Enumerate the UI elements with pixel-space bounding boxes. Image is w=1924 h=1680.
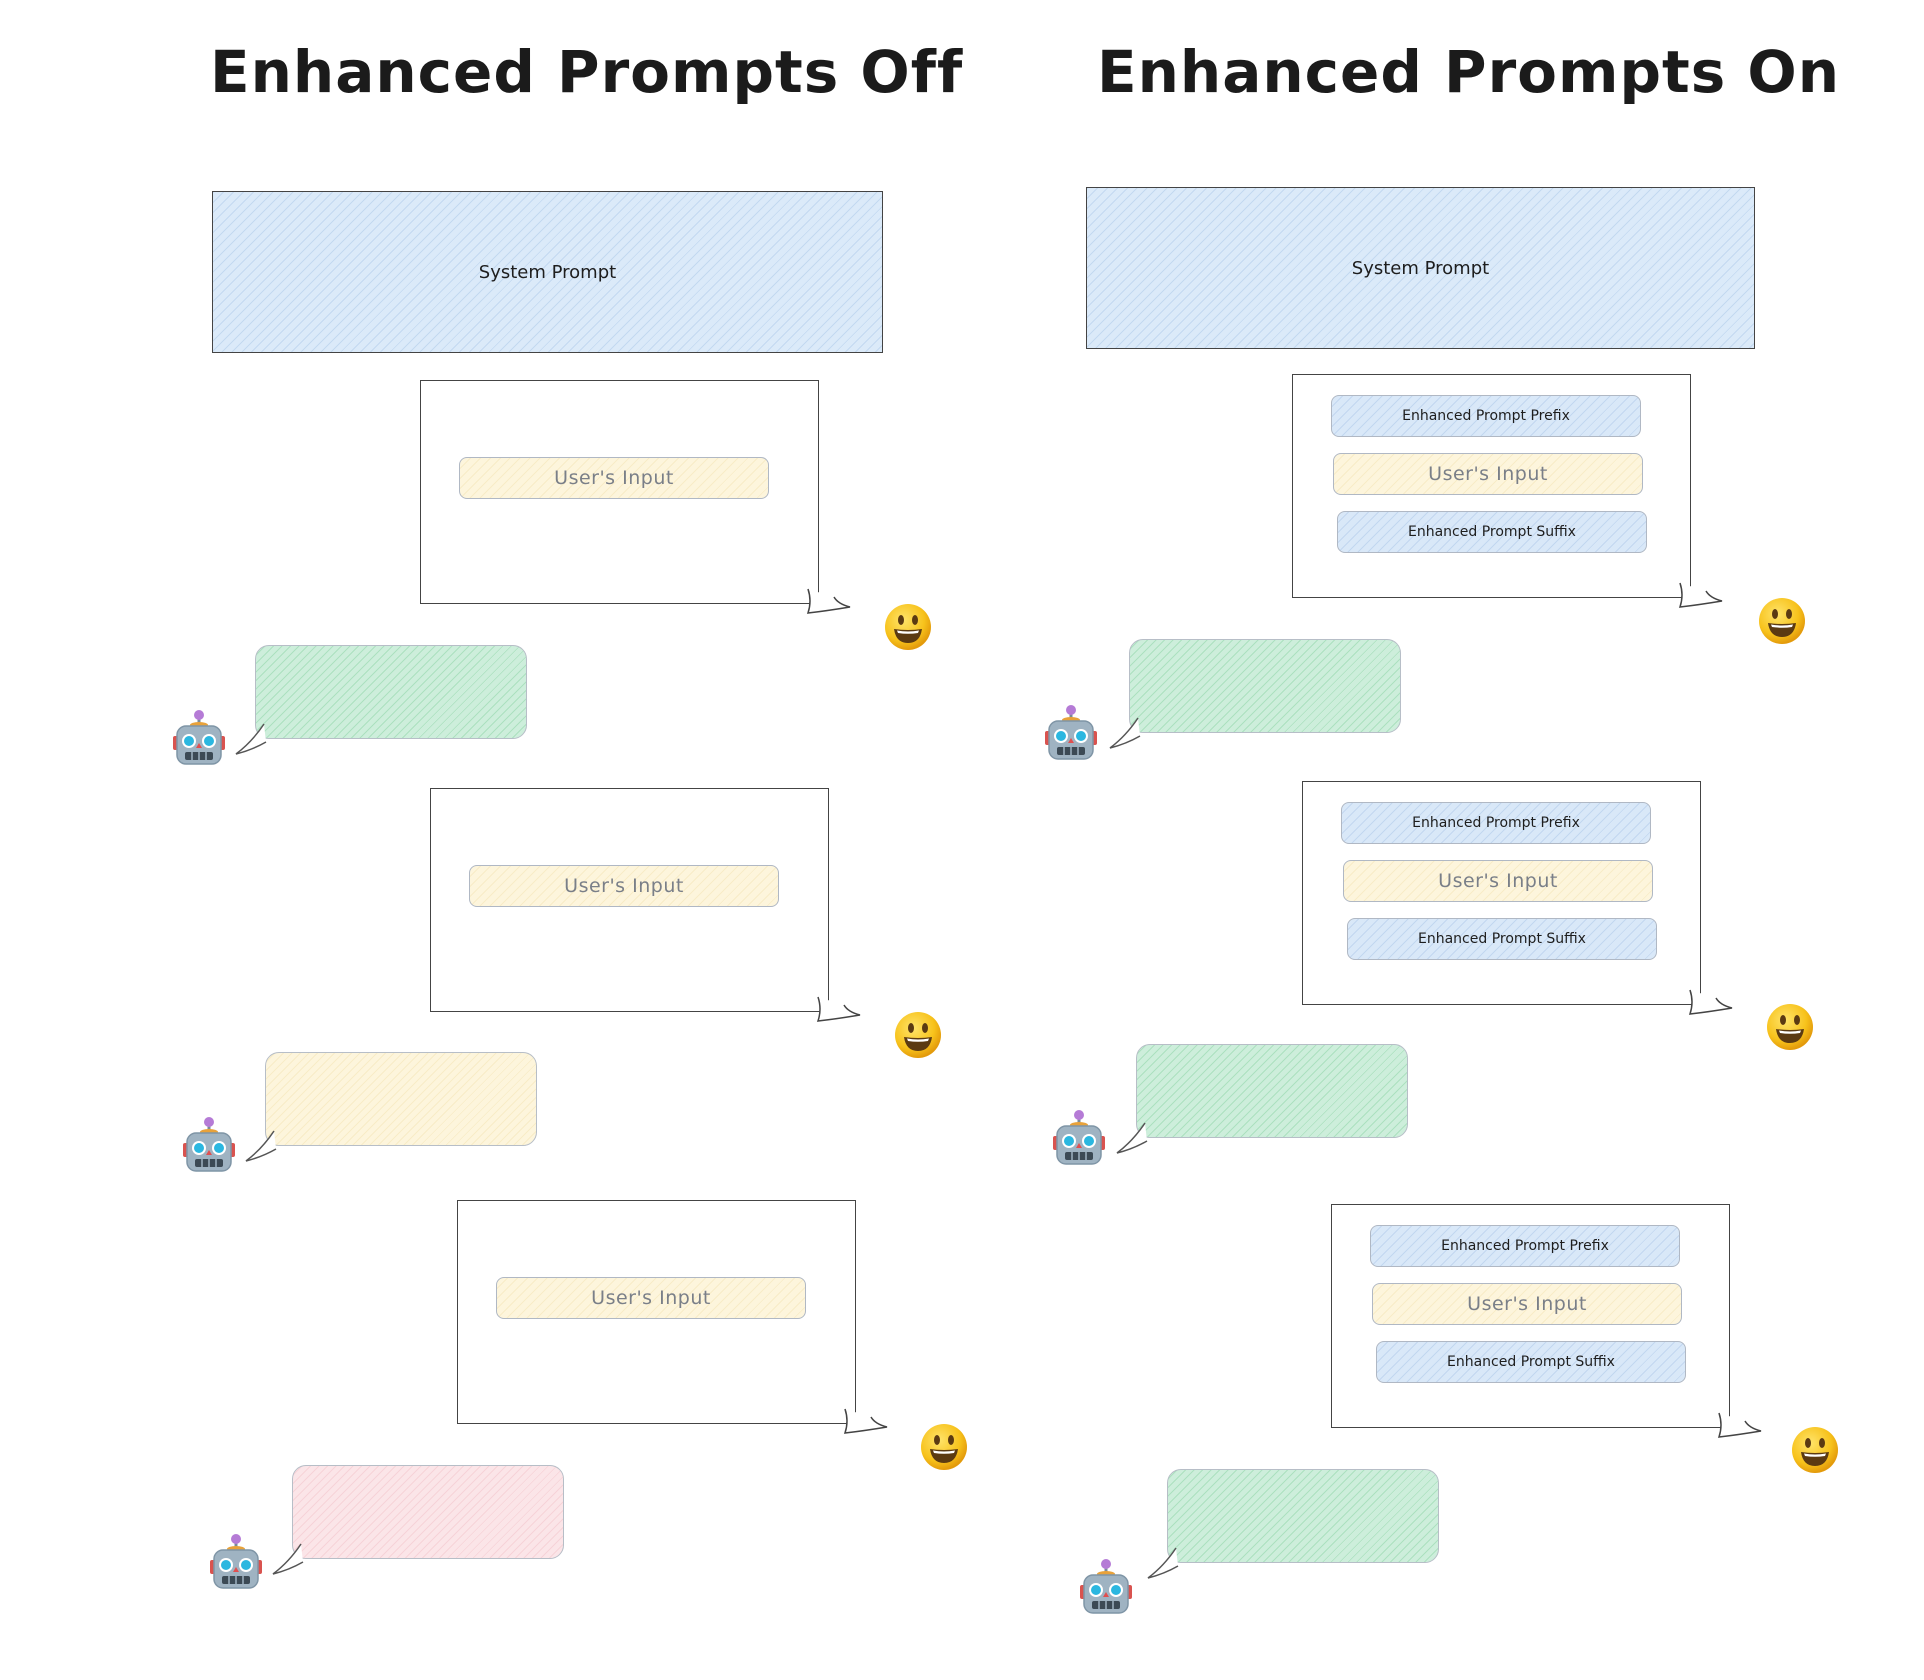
enhanced-prompt-suffix-pill: Enhanced Prompt Suffix xyxy=(1347,918,1657,960)
user-input-pill: User's Input xyxy=(1343,860,1653,902)
robot-icon xyxy=(181,1115,237,1175)
assistant-response-bubble xyxy=(1167,1469,1439,1563)
assistant-response-bubble xyxy=(1129,639,1401,733)
robot-icon xyxy=(208,1532,264,1592)
panel-enhanced-on: Enhanced Prompts On System Prompt Enhanc… xyxy=(962,0,1924,1680)
user-input-pill: User's Input xyxy=(1333,453,1643,495)
speech-bubble-tail xyxy=(1717,1411,1763,1441)
user-input-pill: User's Input xyxy=(469,865,779,907)
assistant-response-bubble xyxy=(292,1465,564,1559)
user-input-pill: User's Input xyxy=(496,1277,806,1319)
robot-icon xyxy=(1043,703,1099,763)
speech-bubble-tail xyxy=(1108,716,1142,750)
speech-bubble-tail xyxy=(1146,1546,1180,1580)
speech-bubble-tail xyxy=(806,587,852,617)
user-input-pill: User's Input xyxy=(459,457,769,499)
system-prompt-label: System Prompt xyxy=(478,261,617,283)
user-message-box: User's Input xyxy=(457,1200,856,1424)
assistant-response-bubble xyxy=(255,645,527,739)
smiley-face-icon xyxy=(1765,1002,1815,1052)
enhanced-prompt-prefix-pill: Enhanced Prompt Prefix xyxy=(1370,1225,1680,1267)
robot-icon xyxy=(171,708,227,768)
user-input-pill: User's Input xyxy=(1372,1283,1682,1325)
enhanced-prompt-prefix-pill: Enhanced Prompt Prefix xyxy=(1341,802,1651,844)
panel-title: Enhanced Prompts Off xyxy=(210,38,964,106)
panel-title: Enhanced Prompts On xyxy=(1097,38,1841,106)
user-message-box: User's Input xyxy=(430,788,829,1012)
speech-bubble-tail xyxy=(1115,1121,1149,1155)
speech-bubble-tail xyxy=(1678,581,1724,611)
user-message-box: Enhanced Prompt Prefix User's Input Enha… xyxy=(1302,781,1701,1005)
smiley-face-icon xyxy=(893,1010,943,1060)
speech-bubble-tail xyxy=(816,995,862,1025)
smiley-face-icon xyxy=(1790,1425,1840,1475)
speech-bubble-tail xyxy=(271,1542,305,1576)
user-message-box: Enhanced Prompt Prefix User's Input Enha… xyxy=(1331,1204,1730,1428)
system-prompt-label: System Prompt xyxy=(1351,257,1490,279)
speech-bubble-tail xyxy=(843,1407,889,1437)
smiley-face-icon xyxy=(1757,596,1807,646)
user-message-box: Enhanced Prompt Prefix User's Input Enha… xyxy=(1292,374,1691,598)
panel-enhanced-off: Enhanced Prompts Off System Prompt User'… xyxy=(0,38,964,1680)
speech-bubble-tail xyxy=(1688,988,1734,1018)
system-prompt-box: System Prompt xyxy=(1086,187,1755,349)
robot-icon xyxy=(1051,1108,1107,1168)
speech-bubble-tail xyxy=(234,722,268,756)
user-message-box: User's Input xyxy=(420,380,819,604)
speech-bubble-tail xyxy=(244,1129,278,1163)
assistant-response-bubble xyxy=(265,1052,537,1146)
enhanced-prompt-prefix-pill: Enhanced Prompt Prefix xyxy=(1331,395,1641,437)
enhanced-prompt-suffix-pill: Enhanced Prompt Suffix xyxy=(1376,1341,1686,1383)
system-prompt-box: System Prompt xyxy=(212,191,883,353)
assistant-response-bubble xyxy=(1136,1044,1408,1138)
smiley-face-icon xyxy=(883,602,933,652)
enhanced-prompt-suffix-pill: Enhanced Prompt Suffix xyxy=(1337,511,1647,553)
robot-icon xyxy=(1078,1557,1134,1617)
